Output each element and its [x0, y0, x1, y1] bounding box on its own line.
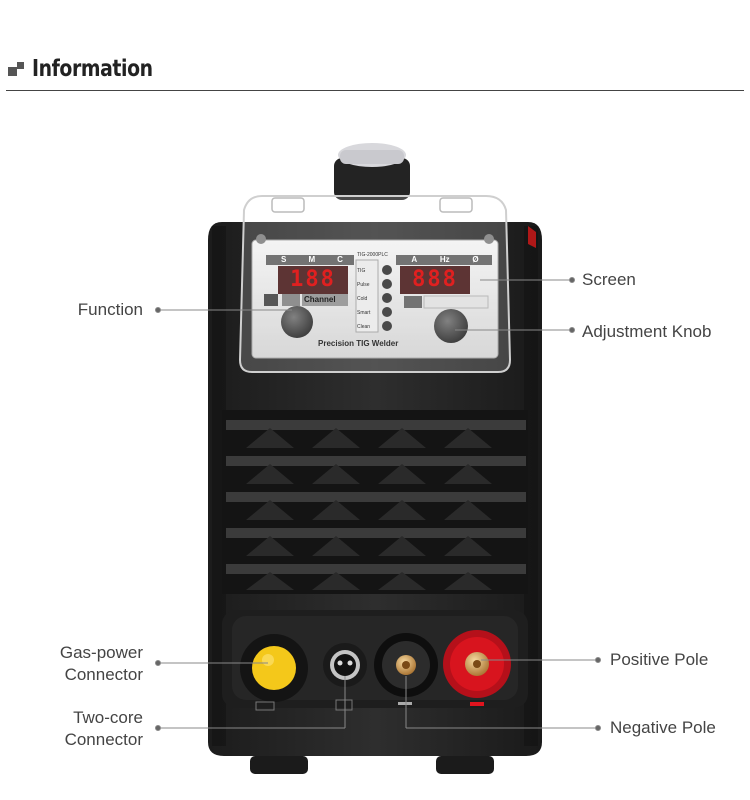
- model-label: TIG-2000PLC: [357, 252, 388, 258]
- section-title: Information: [32, 56, 153, 82]
- label-negative-pole: Negative Pole: [610, 718, 716, 737]
- feet: [250, 756, 494, 774]
- mode-item-tig: TIG: [357, 268, 366, 274]
- panel-head-a: A: [411, 255, 418, 264]
- mode-item-clean: Clean: [357, 324, 371, 330]
- header-divider: [6, 90, 744, 91]
- label-gas-power-connector: Gas-power Connector: [20, 642, 143, 686]
- label-adjustment-knob: Adjustment Knob: [582, 322, 712, 341]
- gas-power-connector-cap: [252, 646, 296, 690]
- adjustment-knob: [434, 309, 468, 343]
- panel-head-c: C: [337, 255, 343, 264]
- panel-head-m: M: [308, 255, 316, 264]
- function-knob: [281, 306, 313, 338]
- panel-head-hz: Hz: [439, 255, 450, 264]
- left-display: 188: [290, 267, 336, 292]
- section-header: Information: [8, 52, 179, 86]
- right-display: 888: [412, 267, 458, 292]
- label-screen: Screen: [582, 270, 636, 289]
- panel-cover: [238, 195, 512, 373]
- panel-head-s: S: [281, 255, 287, 264]
- channel-label: Channel: [304, 295, 336, 304]
- label-gas-line2: Connector: [64, 665, 143, 684]
- label-twocore-line2: Connector: [64, 730, 143, 749]
- panel-head-phi: Ø: [472, 255, 479, 264]
- label-two-core-connector: Two-core Connector: [20, 707, 143, 751]
- label-positive-pole: Positive Pole: [610, 650, 709, 669]
- label-gas-line1: Gas-power: [59, 643, 143, 662]
- mode-item-pulse: Pulse: [357, 282, 370, 288]
- carry-handle: [334, 143, 410, 200]
- mode-item-cold: Cold: [357, 296, 368, 302]
- brand-label: Precision TIG Welder: [318, 339, 399, 348]
- callout-lines: [155, 277, 601, 731]
- connector-panel: [222, 610, 528, 711]
- mode-item-smart: Smart: [357, 310, 371, 316]
- cooling-vent: [222, 410, 528, 594]
- control-panel: [251, 234, 499, 359]
- squares-icon: [8, 60, 28, 78]
- label-twocore-line1: Two-core: [73, 708, 143, 727]
- label-function: Function: [77, 300, 143, 319]
